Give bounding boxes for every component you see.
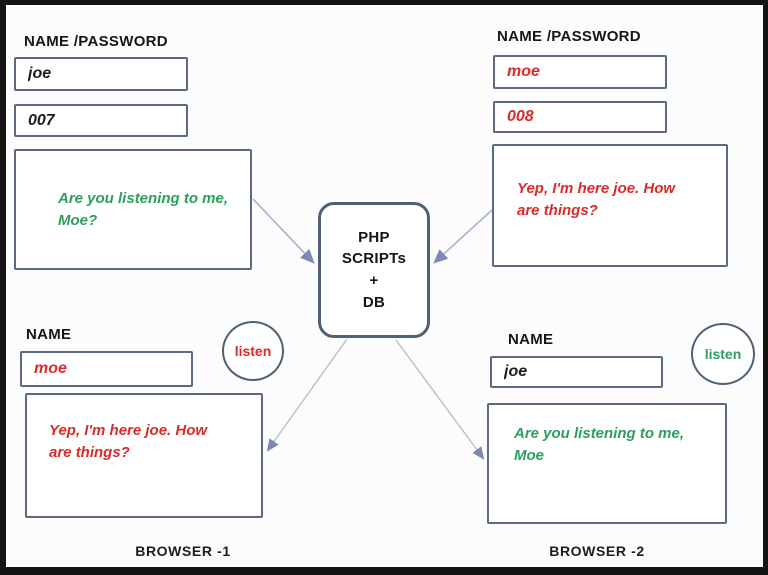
browser2-outgoing-message-box[interactable]: Yep, I'm here joe. How are things?: [492, 144, 728, 267]
browser2-listener-name-label: NAME: [508, 331, 554, 348]
browser1-password-input[interactable]: [14, 104, 188, 137]
browser2-listen-button[interactable]: listen: [691, 323, 755, 385]
browser2-incoming-message-box: Are you listening to me, Moe: [487, 403, 727, 524]
browser1-name-password-label: NAME /PASSWORD: [24, 33, 168, 50]
browser2-password-input[interactable]: [493, 101, 667, 133]
arrow-browser2-to-server: [433, 209, 493, 264]
browser1-listener-name-label: NAME: [26, 326, 72, 343]
browser1-name-input[interactable]: [14, 57, 188, 91]
browser1-outgoing-message-box[interactable]: Are you listening to me, Moe?: [14, 149, 252, 270]
browser1-listen-button[interactable]: listen: [222, 321, 284, 381]
browser1-listener-name-input[interactable]: [20, 351, 193, 387]
browser1-caption: BROWSER -1: [135, 543, 231, 559]
arrow-server-to-browser2: [395, 339, 485, 460]
browser2-name-input[interactable]: [493, 55, 667, 89]
arrow-browser1-to-server: [252, 198, 315, 264]
browser2-name-password-label: NAME /PASSWORD: [497, 28, 641, 45]
php-scripts-db-node: PHP SCRIPTs + DB: [318, 202, 430, 338]
browser2-caption: BROWSER -2: [549, 543, 645, 559]
browser2-listener-name-input[interactable]: [490, 356, 663, 388]
browser1-incoming-message-box: Yep, I'm here joe. How are things?: [25, 393, 263, 518]
